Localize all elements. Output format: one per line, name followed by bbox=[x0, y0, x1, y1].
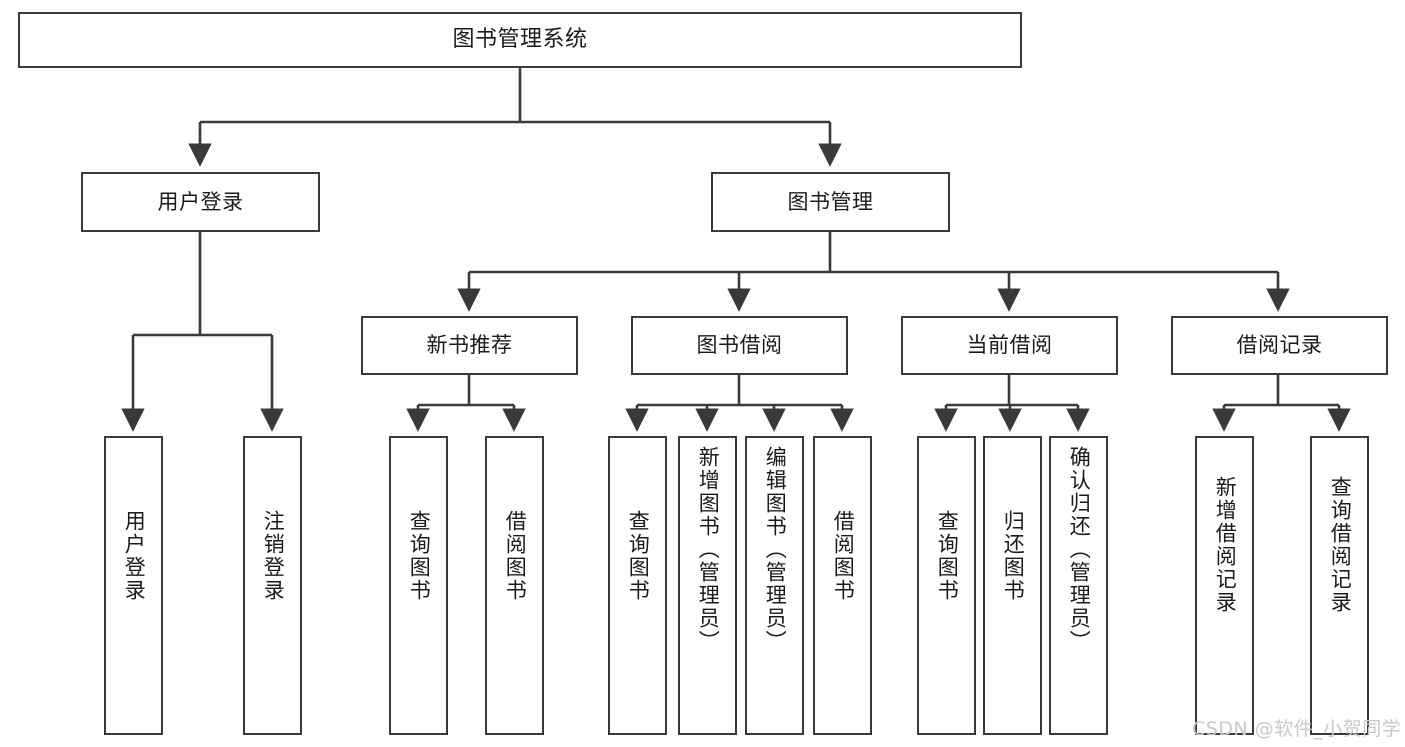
leaf-return-books[interactable]: 归还图书 bbox=[983, 436, 1042, 735]
node-new-book-recommendation[interactable]: 新书推荐 bbox=[361, 316, 578, 375]
leaf-query-borrow-record[interactable]: 查询借阅记录 bbox=[1310, 436, 1369, 735]
leaf-user-login[interactable]: 用户登录 bbox=[104, 436, 163, 735]
node-label: 新增借阅记录 bbox=[1213, 476, 1238, 614]
leaf-add-borrow-record[interactable]: 新增借阅记录 bbox=[1195, 436, 1254, 735]
node-label: 编辑图书（管理员） bbox=[763, 446, 788, 653]
node-label: 查询图书 bbox=[935, 510, 960, 602]
node-book-management[interactable]: 图书管理 bbox=[711, 172, 950, 232]
node-label: 查询图书 bbox=[626, 510, 651, 602]
leaf-query-books-recommendation[interactable]: 查询图书 bbox=[389, 436, 448, 735]
leaf-logout[interactable]: 注销登录 bbox=[243, 436, 302, 735]
node-label: 借阅记录 bbox=[1236, 333, 1323, 358]
node-root-system[interactable]: 图书管理系统 bbox=[18, 12, 1022, 68]
node-label: 图书管理 bbox=[787, 189, 874, 214]
node-label: 图书借阅 bbox=[696, 333, 783, 358]
csdn-watermark: CSDN @软件_小贺同学 bbox=[1192, 718, 1402, 740]
node-label: 图书管理系统 bbox=[452, 27, 588, 53]
leaf-edit-book-admin[interactable]: 编辑图书（管理员） bbox=[745, 436, 804, 735]
leaf-add-book-admin[interactable]: 新增图书（管理员） bbox=[678, 436, 737, 735]
node-label: 借阅图书 bbox=[503, 510, 528, 602]
node-label: 新增图书（管理员） bbox=[696, 446, 721, 653]
node-label: 当前借阅 bbox=[966, 333, 1053, 358]
node-user-login[interactable]: 用户登录 bbox=[81, 172, 320, 232]
node-book-borrowing[interactable]: 图书借阅 bbox=[631, 316, 848, 375]
node-label: 借阅图书 bbox=[831, 510, 856, 602]
leaf-borrow-books-borrowing[interactable]: 借阅图书 bbox=[813, 436, 872, 735]
node-label: 归还图书 bbox=[1001, 510, 1026, 602]
leaf-confirm-return-admin[interactable]: 确认归还（管理员） bbox=[1049, 436, 1108, 735]
node-current-borrowing[interactable]: 当前借阅 bbox=[901, 316, 1118, 375]
node-label: 查询图书 bbox=[407, 510, 432, 602]
node-label: 用户登录 bbox=[157, 189, 244, 214]
leaf-query-books-current[interactable]: 查询图书 bbox=[917, 436, 976, 735]
node-borrowing-record[interactable]: 借阅记录 bbox=[1171, 316, 1388, 375]
leaf-borrow-books-recommendation[interactable]: 借阅图书 bbox=[485, 436, 544, 735]
node-label: 注销登录 bbox=[261, 510, 286, 602]
node-label: 新书推荐 bbox=[426, 333, 513, 358]
node-label: 确认归还（管理员） bbox=[1067, 446, 1092, 653]
node-label: 查询借阅记录 bbox=[1328, 476, 1353, 614]
node-label: 用户登录 bbox=[122, 510, 147, 602]
leaf-query-books-borrowing[interactable]: 查询图书 bbox=[608, 436, 667, 735]
